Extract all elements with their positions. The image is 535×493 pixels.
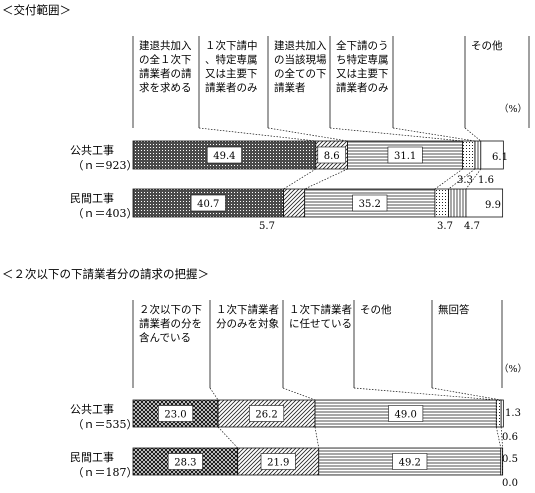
value-label-box bbox=[392, 453, 428, 470]
bar-segment bbox=[462, 140, 476, 170]
value-label: 0.5 bbox=[502, 454, 518, 465]
unit-label: （%） bbox=[499, 363, 527, 375]
legend-label-line: 建退共加入 bbox=[274, 39, 327, 52]
legend-label-line: 無回答 bbox=[438, 303, 470, 316]
value-label: 23.0 bbox=[164, 410, 186, 421]
legend-label-line: 含んでいる bbox=[139, 331, 191, 344]
chart-title: ＜交付範囲＞ bbox=[2, 3, 71, 17]
legend-label-line: 全下請のう bbox=[336, 39, 389, 52]
value-label-box bbox=[167, 453, 203, 470]
row-label: 公共工事 bbox=[70, 403, 114, 416]
value-label-box bbox=[260, 453, 296, 470]
row-n-label: （ｎ＝535） bbox=[73, 418, 138, 431]
legend-label-line: に任せている bbox=[289, 317, 352, 330]
legend-label-line: 又は主要下 bbox=[336, 68, 389, 80]
legend-label-line: 請業者のみ bbox=[205, 81, 258, 94]
value-label: 4.7 bbox=[464, 221, 480, 232]
legend-label-line: ２次以下の下 bbox=[139, 303, 202, 316]
legend-label-line: 請業者のみ bbox=[336, 81, 389, 94]
value-label-box bbox=[190, 194, 226, 212]
legend-label-line: 、特定専属 bbox=[205, 53, 258, 66]
bar-segment bbox=[448, 188, 467, 218]
bar-segment bbox=[474, 140, 482, 170]
value-label-box bbox=[206, 146, 242, 164]
legend-label-line: ち特定専属 bbox=[336, 53, 389, 66]
value-label: 31.1 bbox=[394, 151, 416, 162]
row-n-label: （ｎ＝923） bbox=[73, 159, 138, 172]
value-label: 8.6 bbox=[324, 151, 340, 162]
bar-segment bbox=[495, 399, 502, 428]
value-label: 28.3 bbox=[174, 458, 196, 469]
row-label: 公共工事 bbox=[70, 144, 114, 157]
value-label: 0.0 bbox=[502, 478, 518, 489]
legend-label-line: 建退共加入 bbox=[139, 39, 192, 52]
value-label-box bbox=[317, 146, 346, 164]
value-label-box bbox=[158, 405, 194, 422]
unit-label: （%） bbox=[499, 103, 527, 115]
legend-label-line: １次下請業者 bbox=[216, 303, 279, 316]
value-label: 49.4 bbox=[213, 151, 235, 162]
value-label: 6.1 bbox=[492, 152, 508, 163]
legend-label-line: 請業者の請 bbox=[139, 67, 192, 80]
bar-segment bbox=[480, 140, 504, 170]
bar-segment bbox=[434, 188, 450, 218]
legend-label-line: 又は主要下 bbox=[205, 68, 258, 80]
value-label-box bbox=[352, 194, 388, 212]
legend-label-line: 請業者 bbox=[274, 81, 306, 94]
legend-label-line: その他 bbox=[360, 303, 392, 316]
bar-segment bbox=[283, 188, 306, 218]
bar-segment bbox=[465, 188, 504, 218]
legend-label-line: の全ての下 bbox=[274, 67, 327, 80]
legend-label-line: １次下請業者 bbox=[289, 303, 352, 316]
legend-label-line: その他 bbox=[471, 39, 503, 52]
legend-label-line: 求を求める bbox=[139, 82, 192, 94]
value-label: 3.3 bbox=[457, 175, 473, 186]
legend-label-line: １次下請中 bbox=[205, 39, 258, 52]
value-label: 1.6 bbox=[478, 175, 494, 186]
row-n-label: （ｎ＝403） bbox=[73, 207, 138, 220]
value-label: 49.0 bbox=[395, 410, 417, 421]
legend-label-line: の全１次下 bbox=[139, 53, 192, 66]
legend-label-line: の当該現場 bbox=[274, 53, 327, 66]
value-label: 21.9 bbox=[267, 458, 289, 469]
value-label-box bbox=[249, 405, 285, 422]
value-label: 35.2 bbox=[359, 199, 381, 210]
value-label: 1.3 bbox=[505, 408, 521, 419]
value-label: 0.6 bbox=[502, 432, 518, 443]
value-label-box bbox=[387, 146, 423, 164]
value-label-box bbox=[388, 405, 424, 422]
value-label: 49.2 bbox=[399, 458, 421, 469]
legend-label-line: 請業者の分を bbox=[139, 317, 202, 330]
chart-title: ＜２次以下の下請業者分の請求の把握＞ bbox=[2, 267, 209, 281]
value-label: 5.7 bbox=[259, 221, 275, 232]
bar-segment bbox=[500, 399, 504, 428]
legend-label-line: 分のみを対象 bbox=[216, 317, 279, 330]
value-label: 9.9 bbox=[485, 200, 501, 211]
row-label: 民間工事 bbox=[70, 192, 114, 205]
row-label: 民間工事 bbox=[70, 451, 114, 464]
row-n-label: （ｎ＝187） bbox=[73, 466, 138, 479]
value-label: 40.7 bbox=[197, 199, 219, 210]
value-label: 3.7 bbox=[437, 221, 453, 232]
value-label: 26.2 bbox=[255, 410, 277, 421]
